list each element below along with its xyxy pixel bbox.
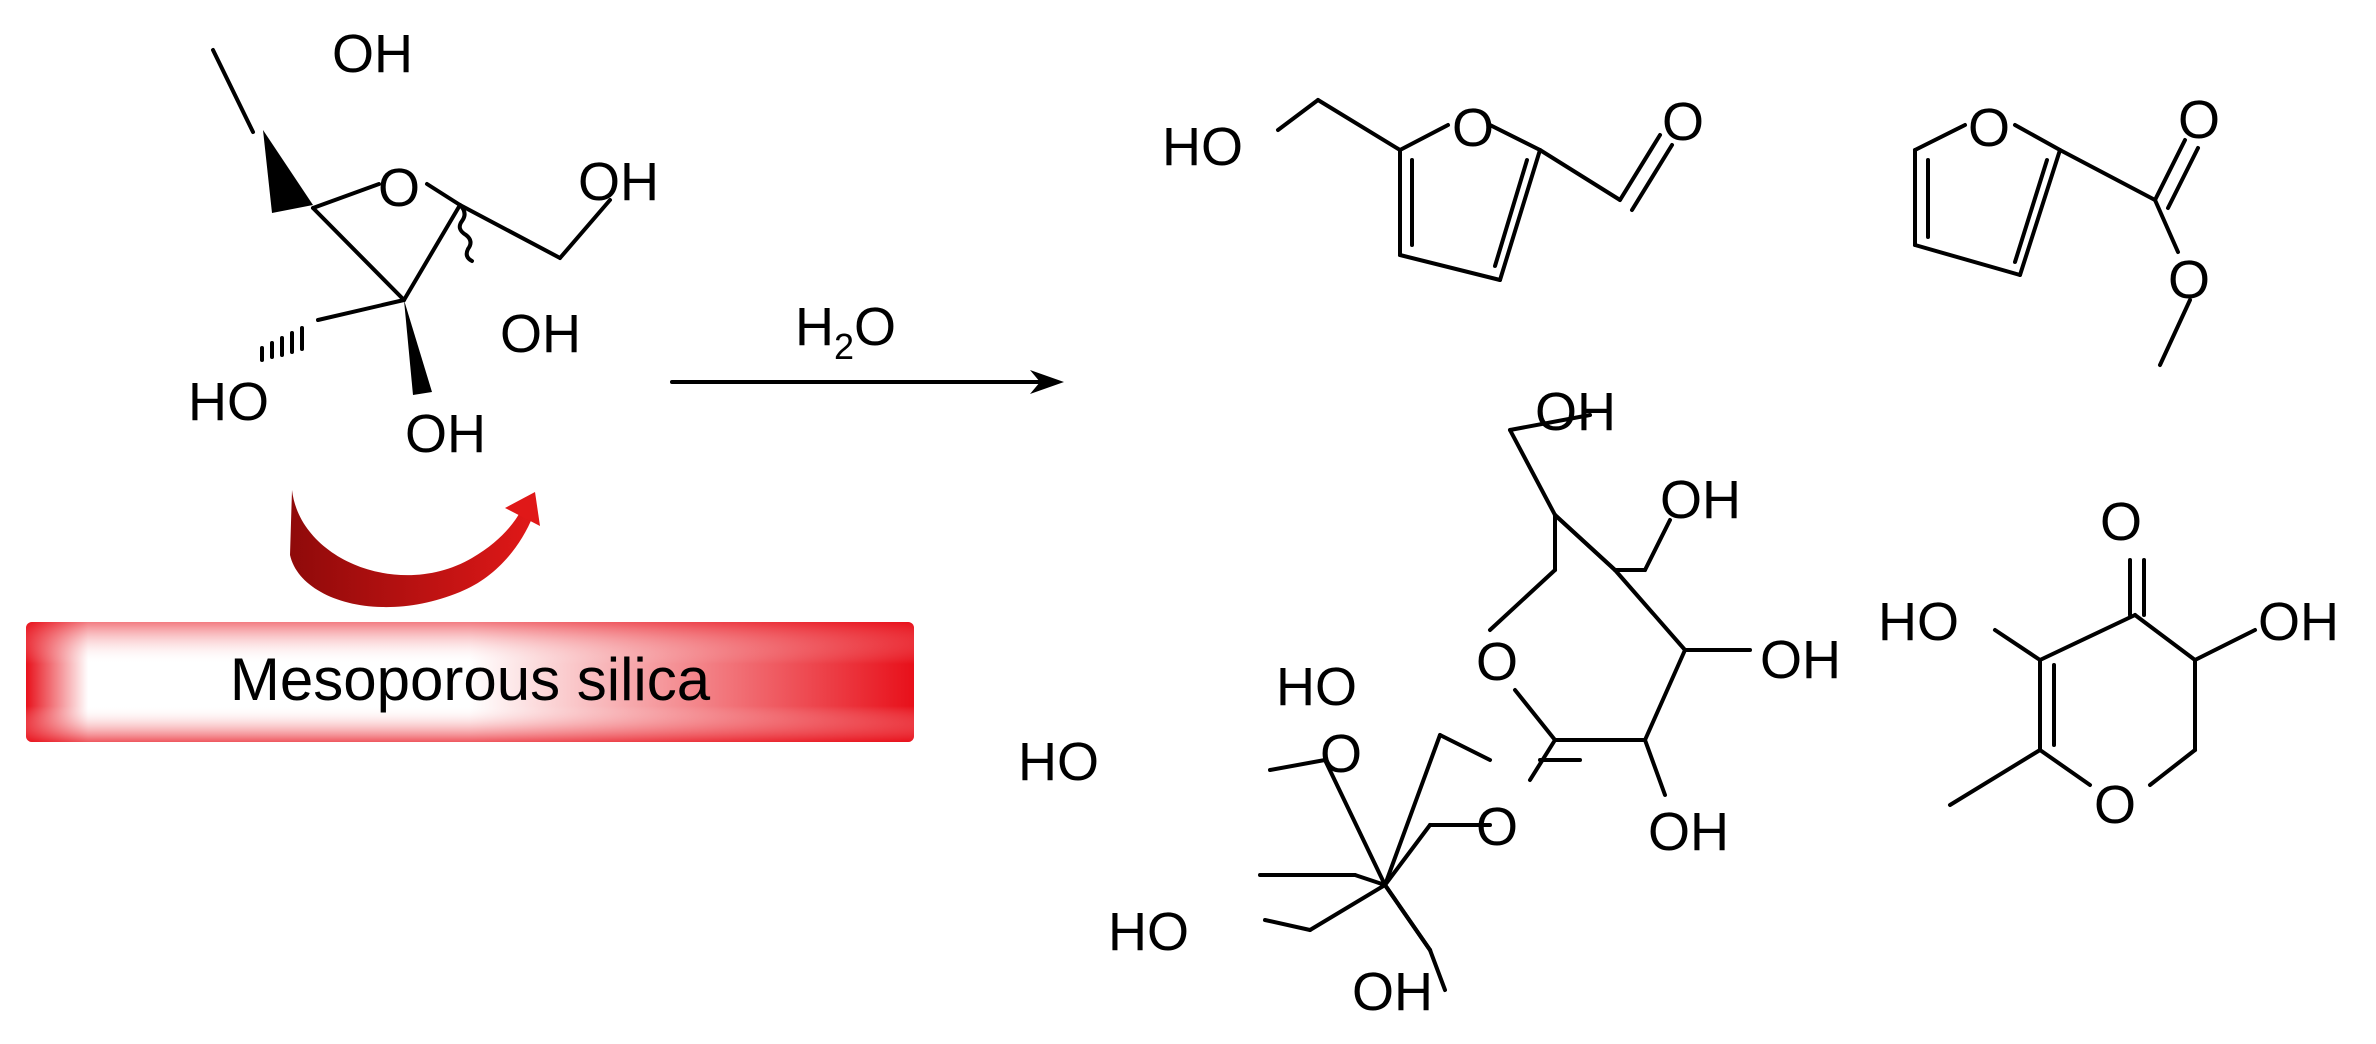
sucrose-ho-furan: HO (1276, 657, 1357, 717)
sucrose-o-pyran: O (1476, 632, 1518, 692)
catalyst-banner: Mesoporous silica (26, 622, 914, 742)
sucrose-oh-3: OH (1648, 802, 1729, 862)
sucrose-ho-ch2: HO (1018, 732, 1099, 792)
product-sucrose: OH OH O OH OH O HO O HO HO OH (1018, 382, 1841, 1022)
reactant-o-ring: O (378, 158, 420, 218)
catalyst-label: Mesoporous silica (230, 646, 711, 713)
product-methyl-furoate: O O O (1913, 90, 2220, 367)
sucrose-oh-2: OH (1760, 630, 1841, 690)
furoate-o-ester: O (2168, 250, 2210, 310)
reagent-label: H2O (795, 297, 896, 367)
hmf-ho: HO (1162, 117, 1243, 177)
sucrose-o-link: O (1476, 797, 1518, 857)
furoate-o-carbonyl: O (2178, 90, 2220, 150)
wedge-bond-c4 (404, 300, 432, 395)
hmf-o-carbonyl: O (1662, 92, 1704, 152)
reactant-oh-top: OH (332, 24, 413, 84)
reaction-arrow: H2O (670, 297, 1064, 394)
sucrose-ho-bl: HO (1108, 902, 1189, 962)
wedge-bond (263, 130, 313, 213)
sucrose-oh-top: OH (1535, 382, 1616, 442)
sucrose-oh-bottom: OH (1352, 962, 1433, 1022)
pyranone-o-carbonyl: O (2100, 492, 2142, 552)
furoate-o-ring: O (1968, 98, 2010, 158)
pyranone-oh-right: OH (2258, 592, 2339, 652)
reactant-oh-anomeric: OH (500, 304, 581, 364)
hmf-o-ring: O (1452, 98, 1494, 158)
curved-arrow (290, 490, 540, 608)
reactant-oh-right: OH (578, 152, 659, 212)
sucrose-oh-1: OH (1660, 470, 1741, 530)
reactant-fructose: OH O OH OH HO OH (188, 24, 659, 464)
hash-bond (260, 326, 304, 362)
pyranone-ho-left: HO (1878, 592, 1959, 652)
product-pyranone: O HO OH O (1878, 492, 2339, 835)
product-hmf: HO O O (1162, 92, 1704, 282)
pyranone-o-ring: O (2094, 775, 2136, 835)
reactant-ho-c3: HO (188, 372, 269, 432)
reactant-oh-c4: OH (405, 404, 486, 464)
sucrose-o-furan: O (1320, 724, 1362, 784)
